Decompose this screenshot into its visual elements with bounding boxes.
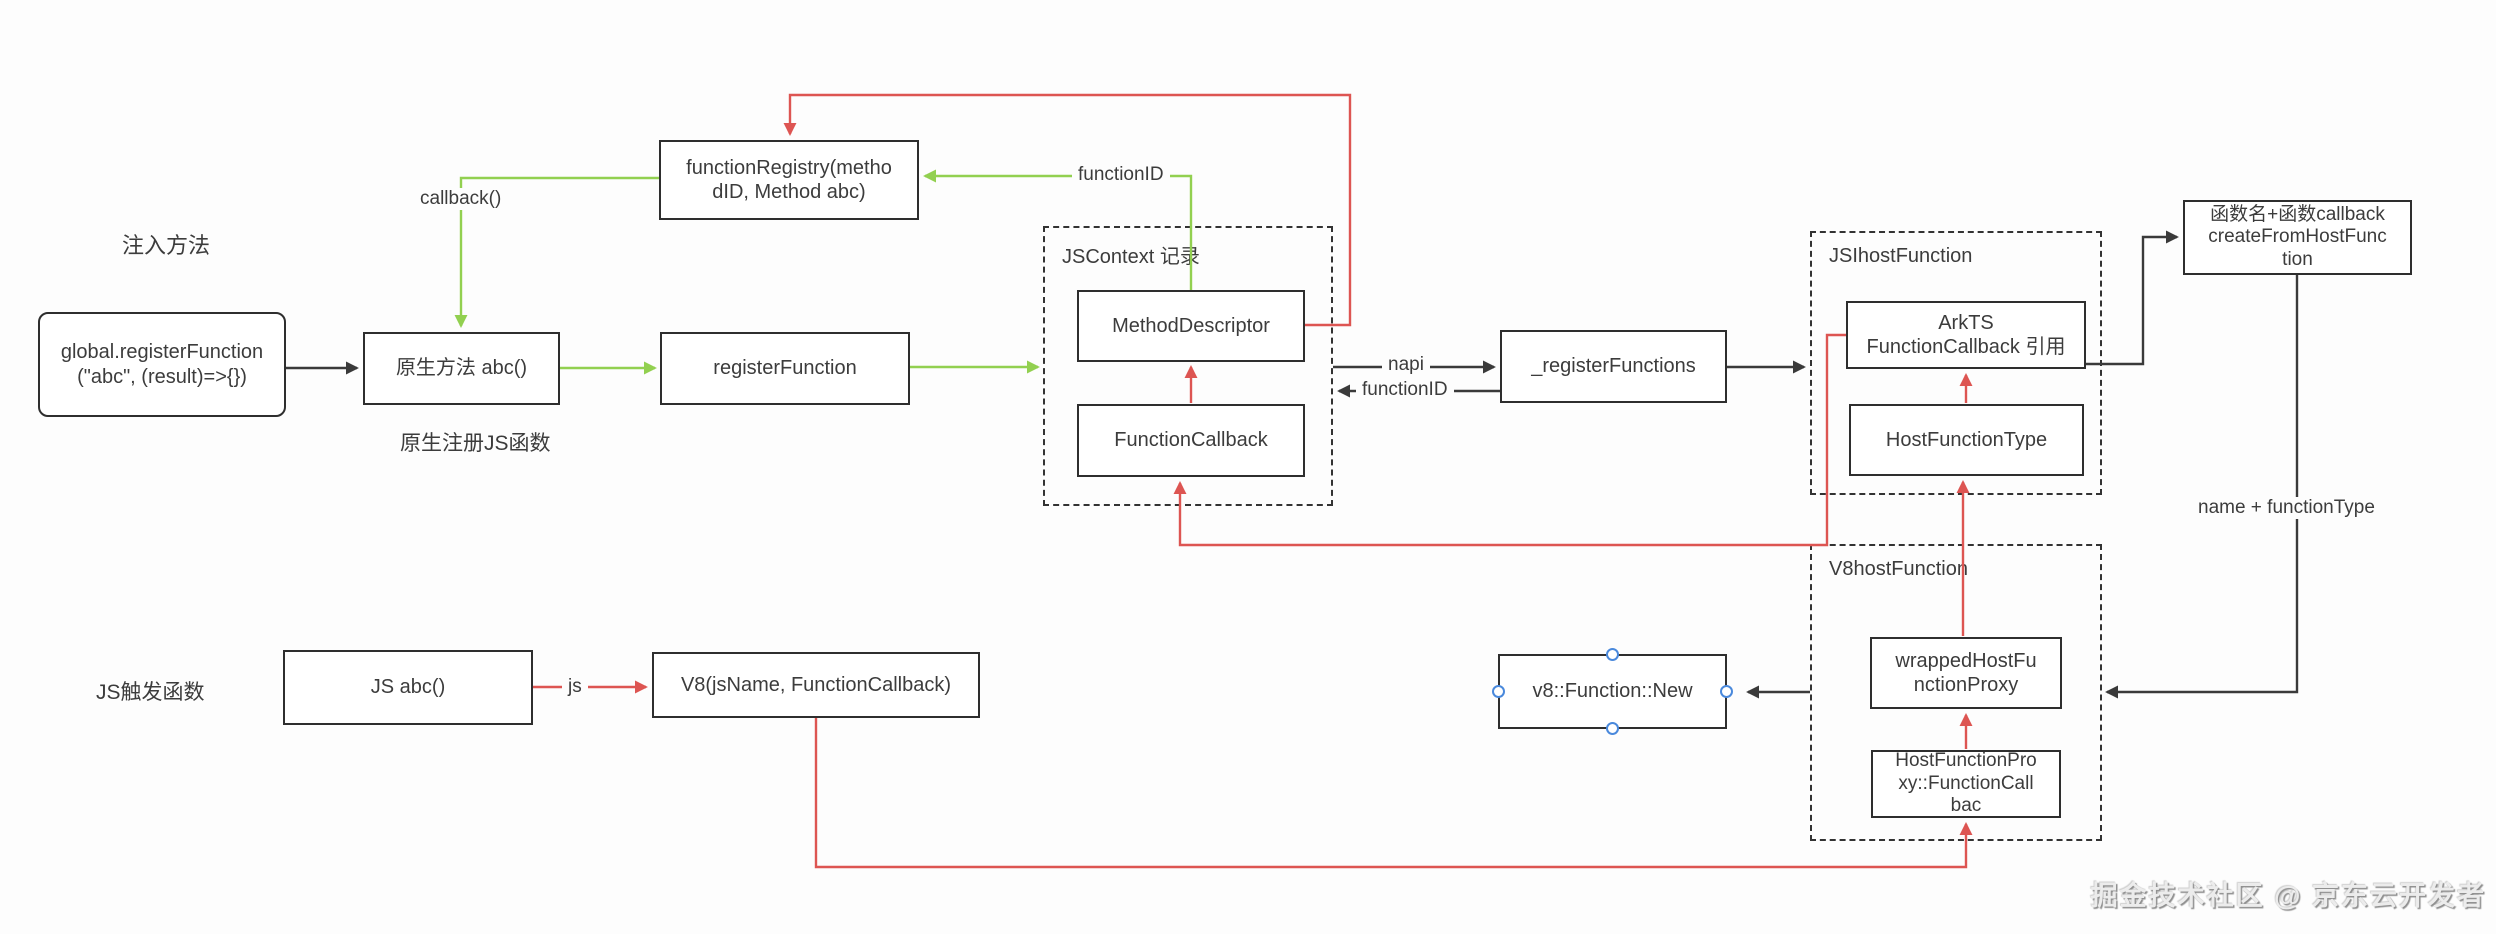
node-hostfunctiontype[interactable]: HostFunctionType	[1849, 404, 2084, 476]
node-functionregistry[interactable]: functionRegistry(metho dID, Method abc)	[659, 140, 919, 220]
label-functionid-top: functionID	[1072, 164, 1170, 186]
node-createfromhostfunction-label: 函数名+函数callback createFromHostFunc tion	[2208, 203, 2387, 270]
group-v8hostfunction-label: V8hostFunction	[1829, 558, 1968, 580]
node-registerfunction-label: registerFunction	[713, 357, 857, 380]
node-hostfunctiontype-label: HostFunctionType	[1885, 428, 2048, 451]
label-napi: napi	[1382, 354, 1430, 376]
selection-handle-top[interactable]	[1606, 648, 1619, 661]
label-callback: callback()	[414, 188, 508, 210]
group-jscontext-label: JSContext 记录	[1062, 246, 1200, 268]
node-js-abc-label: JS abc()	[370, 676, 446, 699]
node-createfromhostfunction[interactable]: 函数名+函数callback createFromHostFunc tion	[2183, 200, 2412, 275]
node-functioncallback-label: FunctionCallback	[1114, 429, 1268, 452]
node-methoddescriptor-label: MethodDescriptor	[1112, 314, 1270, 337]
node-hostfunctionproxy-callback-label: HostFunctionPro xy::FunctionCall bac	[1895, 750, 2037, 817]
node-hostfunctionproxy-callback[interactable]: HostFunctionPro xy::FunctionCall bac	[1871, 750, 2061, 818]
label-inject-method: 注入方法	[122, 233, 211, 258]
label-js: js	[562, 676, 588, 698]
node-v8-jsname-functioncallback[interactable]: V8(jsName, FunctionCallback)	[652, 652, 980, 718]
node-wrappedhostfunctionproxy-label: wrappedHostFu nctionProxy	[1895, 649, 2037, 696]
edge-createfromhost-to-v8host	[2105, 275, 2299, 699]
edge-v8jsname-to-proxycallback	[814, 718, 1973, 869]
node-js-abc[interactable]: JS abc()	[283, 650, 533, 725]
selection-handle-left[interactable]	[1492, 685, 1505, 698]
node-wrappedhostfunctionproxy[interactable]: wrappedHostFu nctionProxy	[1870, 637, 2062, 709]
node-arkts-functioncallback[interactable]: ArkTS FunctionCallback 引用	[1846, 301, 2086, 369]
node-methoddescriptor[interactable]: MethodDescriptor	[1077, 290, 1305, 362]
node-native-method-abc[interactable]: 原生方法 abc()	[363, 332, 560, 405]
node-v8-jsname-functioncallback-label: V8(jsName, FunctionCallback)	[680, 673, 952, 696]
node-functioncallback[interactable]: FunctionCallback	[1077, 404, 1305, 477]
node-arkts-functioncallback-label: ArkTS FunctionCallback 引用	[1866, 311, 2066, 358]
node-global-registerfunction-label: global.registerFunction ("abc", (result)…	[60, 341, 264, 388]
node-v8-function-new[interactable]: v8::Function::New	[1492, 648, 1733, 735]
label-native-register-js: 原生注册JS函数	[400, 432, 551, 455]
label-functionid-mid: functionID	[1356, 379, 1454, 401]
selection-handle-right[interactable]	[1720, 685, 1733, 698]
node-registerfunctions-label: _registerFunctions	[1531, 355, 1696, 378]
node-registerfunction[interactable]: registerFunction	[660, 332, 910, 405]
node-functionregistry-label: functionRegistry(metho dID, Method abc)	[686, 156, 892, 203]
selection-handle-bottom[interactable]	[1606, 722, 1619, 735]
label-name-functiontype: name + functionType	[2192, 497, 2381, 519]
node-global-registerfunction[interactable]: global.registerFunction ("abc", (result)…	[38, 312, 286, 417]
label-js-trigger: JS触发函数	[96, 681, 205, 704]
group-jsihostfunction-label: JSIhostFunction	[1829, 245, 1973, 267]
watermark: 掘金技术社区 @ 京东云开发者	[2090, 881, 2486, 911]
node-registerfunctions[interactable]: _registerFunctions	[1500, 330, 1727, 403]
node-native-method-abc-label: 原生方法 abc()	[395, 357, 528, 380]
node-v8-function-new-label: v8::Function::New	[1532, 680, 1693, 703]
